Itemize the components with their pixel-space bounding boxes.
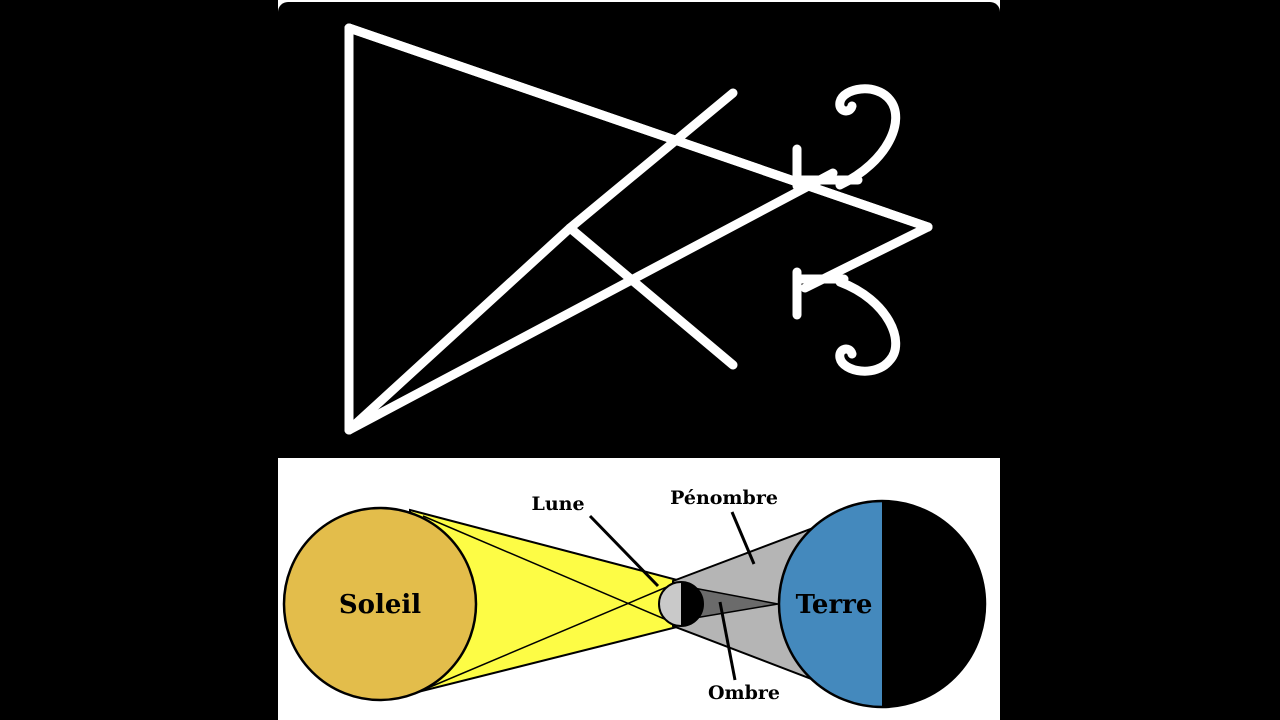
sigil-lower-hook xyxy=(835,277,901,376)
eclipse-diagram: Soleil Lune Pénombre Ombre Terre xyxy=(278,458,1000,720)
image-frame: Soleil Lune Pénombre Ombre Terre xyxy=(278,0,1000,720)
eclipse-drawing: Soleil Lune Pénombre Ombre Terre xyxy=(282,487,987,709)
sun-label: Soleil xyxy=(339,590,421,620)
sigil-upper-hook xyxy=(835,84,901,190)
ray-upper-cross xyxy=(422,515,682,627)
penumbra-leader xyxy=(730,511,756,565)
ray-lower-cross xyxy=(422,580,682,691)
moon-label: Lune xyxy=(531,493,584,515)
moon-night-side xyxy=(681,582,703,626)
sigil-inner-diagonal xyxy=(344,23,933,232)
earth-label: Terre xyxy=(796,590,873,620)
sigil-inner-lower-diagonal xyxy=(344,223,575,435)
sigil-panel xyxy=(278,2,1000,458)
umbra-label: Ombre xyxy=(708,682,780,704)
sigil-drawing xyxy=(344,23,933,435)
penumbra-label: Pénombre xyxy=(670,487,778,509)
moon-leader xyxy=(588,514,660,588)
sigil-cross-lower xyxy=(565,223,738,370)
earth-night-side xyxy=(882,501,985,707)
umbra-leader xyxy=(718,601,737,681)
sigil-triangle-lower-edge xyxy=(344,168,838,435)
sun-disc xyxy=(282,506,478,702)
sigil-cross-upper xyxy=(565,88,738,233)
